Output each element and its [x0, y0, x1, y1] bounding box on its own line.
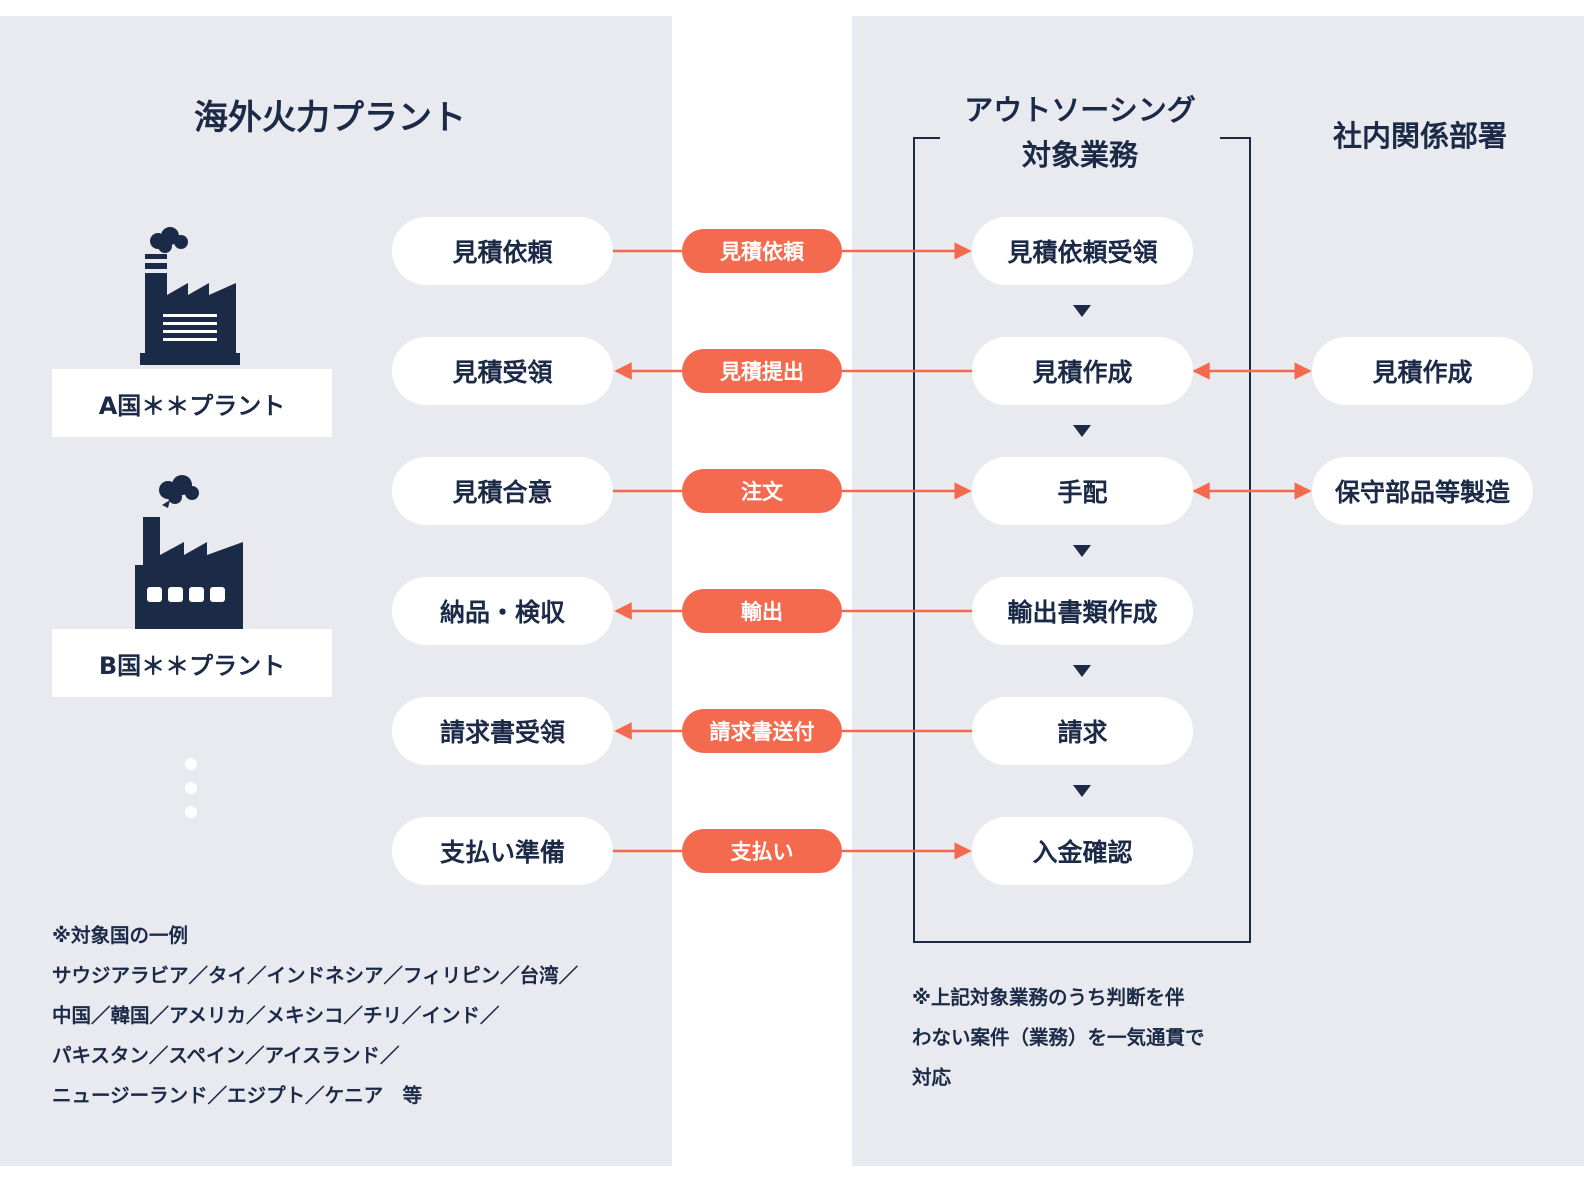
dept-section-title: 社内関係部署	[1332, 119, 1507, 153]
more-dot	[185, 758, 197, 770]
country-note: ※対象国の一例 サウジアラビア／タイ／インドネシア／フィリピン／台湾／ 中国／韓…	[52, 916, 652, 1116]
outsourced-step-pill: 手配	[972, 457, 1193, 525]
flow-tag: 注文	[682, 469, 842, 513]
note-line: サウジアラビア／タイ／インドネシア／フィリピン／台湾／	[52, 964, 579, 987]
down-triangle-icon	[1073, 425, 1091, 437]
note-line: わない案件（業務）を一気通貫で	[912, 1026, 1205, 1049]
plant-label-a: A国＊＊プラント	[52, 369, 332, 437]
down-triangle-icon	[1073, 545, 1091, 557]
plant-step-pill: 請求書受領	[392, 697, 613, 765]
note-line: 中国／韓国／アメリカ／メキシコ／チリ／インド／	[52, 1004, 500, 1027]
plant-section-title: 海外火力プラント	[194, 98, 466, 138]
plant-label-b: B国＊＊プラント	[52, 629, 332, 697]
plant-step-pill: 見積依頼	[392, 217, 613, 285]
outsourcing-note: ※上記対象業務のうち判断を伴 わない案件（業務）を一気通貫で 対応	[912, 978, 1272, 1098]
more-dot	[185, 782, 197, 794]
flow-tag: 見積依頼	[682, 229, 842, 273]
step-down-arrows	[1073, 305, 1091, 797]
more-dot	[185, 806, 197, 818]
outsourced-step-pill: 見積作成	[972, 337, 1193, 405]
plant-step-pill: 支払い準備	[392, 817, 613, 885]
flow-arrows	[612, 242, 1312, 860]
note-line: ※上記対象業務のうち判断を伴	[912, 986, 1185, 1009]
outsourced-step-pill: 請求	[972, 697, 1193, 765]
note-line: パキスタン／スペイン／アイスランド／	[52, 1044, 400, 1067]
factory-icon	[135, 475, 243, 629]
plant-step-pill: 見積合意	[392, 457, 613, 525]
flow-tag: 輸出	[682, 589, 842, 633]
outsourced-step-pill: 見積依頼受領	[972, 217, 1193, 285]
down-triangle-icon	[1073, 785, 1091, 797]
down-triangle-icon	[1073, 305, 1091, 317]
outsourced-step-pill: 入金確認	[972, 817, 1193, 885]
note-line: ニュージーランド／エジプト／ケニア 等	[52, 1084, 423, 1107]
outsourcing-section-title: アウトソーシング 対象業務	[940, 88, 1220, 178]
dept-step-pill: 保守部品等製造	[1312, 457, 1533, 525]
plant-step-pill: 納品・検収	[392, 577, 613, 645]
flow-tag: 請求書送付	[682, 709, 842, 753]
outsourcing-title-line1: アウトソーシング	[964, 93, 1196, 127]
outsourcing-panel	[852, 16, 1584, 1166]
plant-step-pill: 見積受領	[392, 337, 613, 405]
note-line: ※対象国の一例	[52, 924, 188, 947]
flow-tag: 見積提出	[682, 349, 842, 393]
outsourced-step-pill: 輸出書類作成	[972, 577, 1193, 645]
dept-step-pill: 見積作成	[1312, 337, 1533, 405]
factory-icon	[140, 227, 240, 365]
note-line: 対応	[912, 1066, 952, 1089]
outsourcing-title-line2: 対象業務	[1021, 138, 1138, 172]
flow-tag: 支払い	[682, 829, 842, 873]
down-triangle-icon	[1073, 665, 1091, 677]
